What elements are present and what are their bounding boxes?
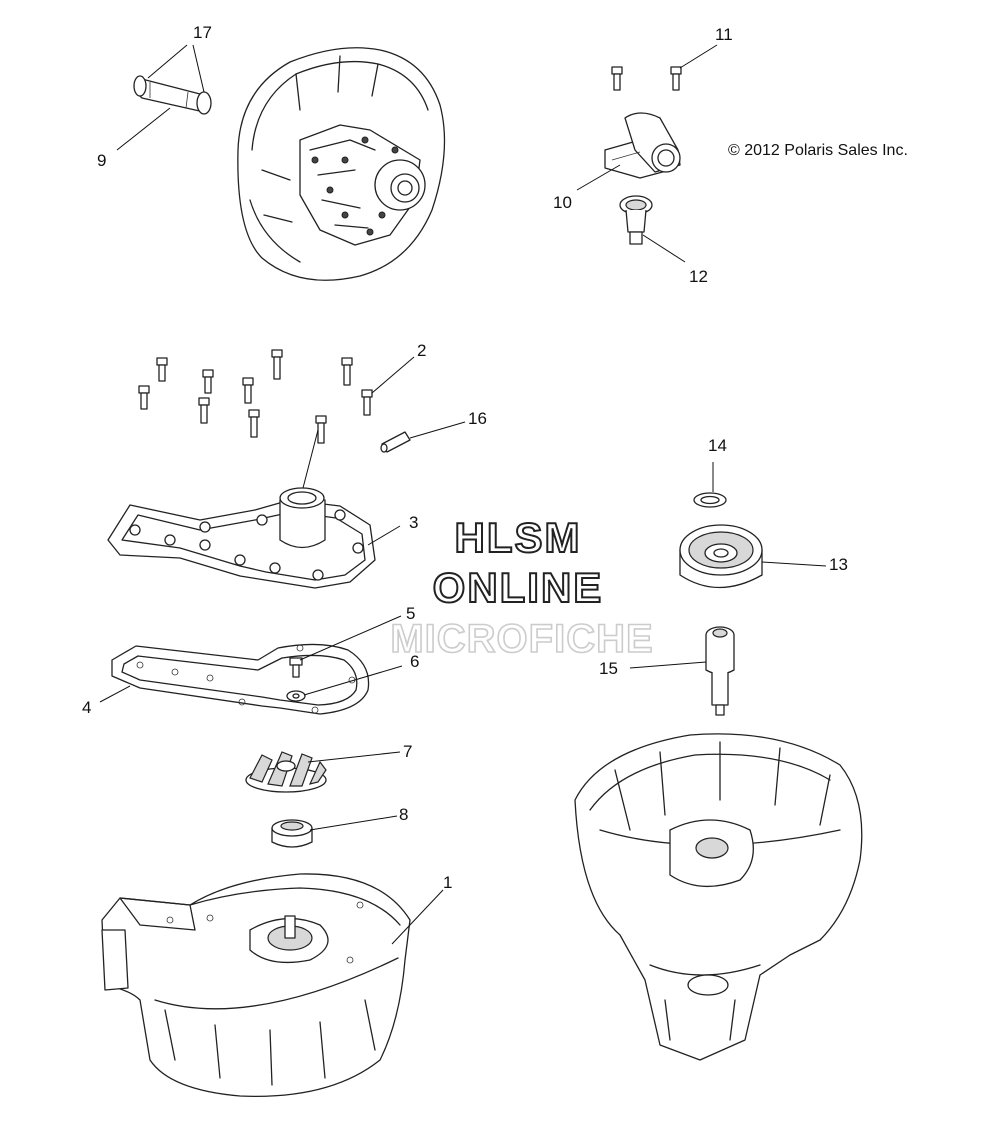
- callout-4: 4: [82, 698, 91, 717]
- part-3-pump-cover: [107, 487, 376, 589]
- part-7-impeller: [245, 751, 327, 793]
- callout-9: 9: [97, 151, 106, 170]
- part-14-o-ring: [693, 492, 727, 508]
- callout-12: 12: [689, 267, 708, 286]
- callout-7: 7: [403, 742, 412, 761]
- part-16-dowel: [380, 431, 411, 453]
- callout-2: 2: [417, 341, 426, 360]
- callout-8: 8: [399, 805, 408, 824]
- callout-1: 1: [443, 873, 452, 892]
- engine-case-top: [237, 47, 446, 281]
- callout-6: 6: [410, 652, 419, 671]
- watermark: HLSM ONLINE MICROFICHE: [390, 513, 654, 662]
- part-8-seal: [271, 819, 313, 848]
- copyright-text: © 2012 Polaris Sales Inc.: [728, 142, 908, 159]
- callout-10: 10: [553, 193, 572, 212]
- callout-14: 14: [708, 436, 727, 455]
- part-1-housing: [101, 873, 411, 1098]
- part-2-bolts: [138, 349, 373, 444]
- callout-16: 16: [468, 409, 487, 428]
- part-10-thermostat-housing: [604, 112, 681, 179]
- callout-17: 17: [193, 23, 212, 42]
- callout-5: 5: [406, 604, 415, 623]
- part-11-bolts: [611, 66, 682, 91]
- callout-3: 3: [409, 513, 418, 532]
- watermark-line-3: MICROFICHE: [390, 617, 653, 661]
- part-5-screw: [289, 657, 303, 678]
- part-9-pipe: [133, 75, 212, 115]
- watermark-line-2: ONLINE: [433, 564, 604, 611]
- part-15-shaft: [705, 626, 735, 716]
- leader-lines: [99, 44, 827, 945]
- callout-13: 13: [829, 555, 848, 574]
- watermark-line-1: HLSM: [455, 514, 582, 561]
- callout-11: 11: [715, 25, 733, 44]
- part-12-thermostat: [619, 195, 653, 245]
- part-13-gear: [679, 524, 763, 589]
- engine-case-right: [574, 733, 863, 1061]
- callout-15: 15: [599, 659, 618, 678]
- callout-labels: 17 9 11 10 12 2 16 3 5 6 4 7 8 1 14 13 1…: [82, 23, 848, 892]
- part-6-washer: [286, 690, 306, 702]
- part-4-gasket: [111, 643, 370, 715]
